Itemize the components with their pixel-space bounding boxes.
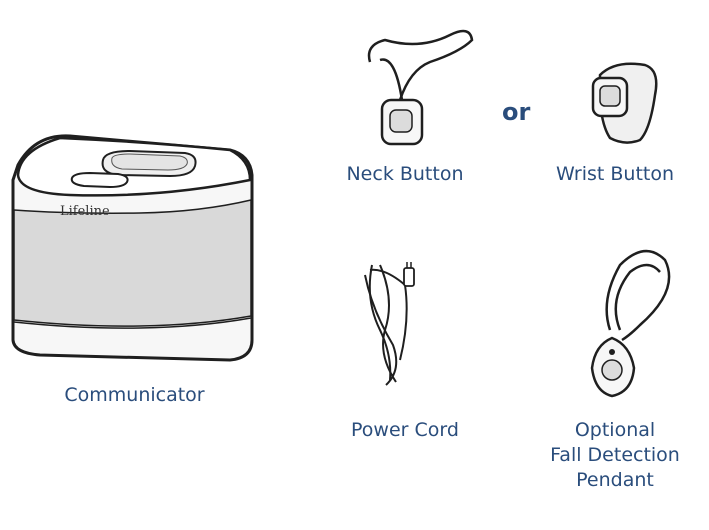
neck-button-illustration: [367, 29, 474, 146]
fall-detection-label-line-2: Fall Detection: [550, 444, 680, 466]
power-cord-illustration: [364, 262, 415, 386]
or-separator: or: [502, 98, 531, 126]
fall-detection-label: Optional Fall Detection Pendant: [535, 418, 695, 493]
communicator-illustration: [11, 134, 254, 362]
fall-detection-label-line-3: Pendant: [576, 469, 654, 491]
fall-detection-label-line-1: Optional: [574, 419, 656, 441]
communicator-brand-text: Lifeline: [60, 204, 110, 219]
communicator-label: Communicator: [64, 384, 205, 406]
power-cord-label: Power Cord: [351, 419, 459, 441]
fall-detection-pendant-illustration: [590, 250, 671, 398]
wrist-button-label: Wrist Button: [555, 163, 675, 185]
wrist-button-illustration: [591, 62, 658, 144]
neck-button-label: Neck Button: [346, 163, 464, 185]
